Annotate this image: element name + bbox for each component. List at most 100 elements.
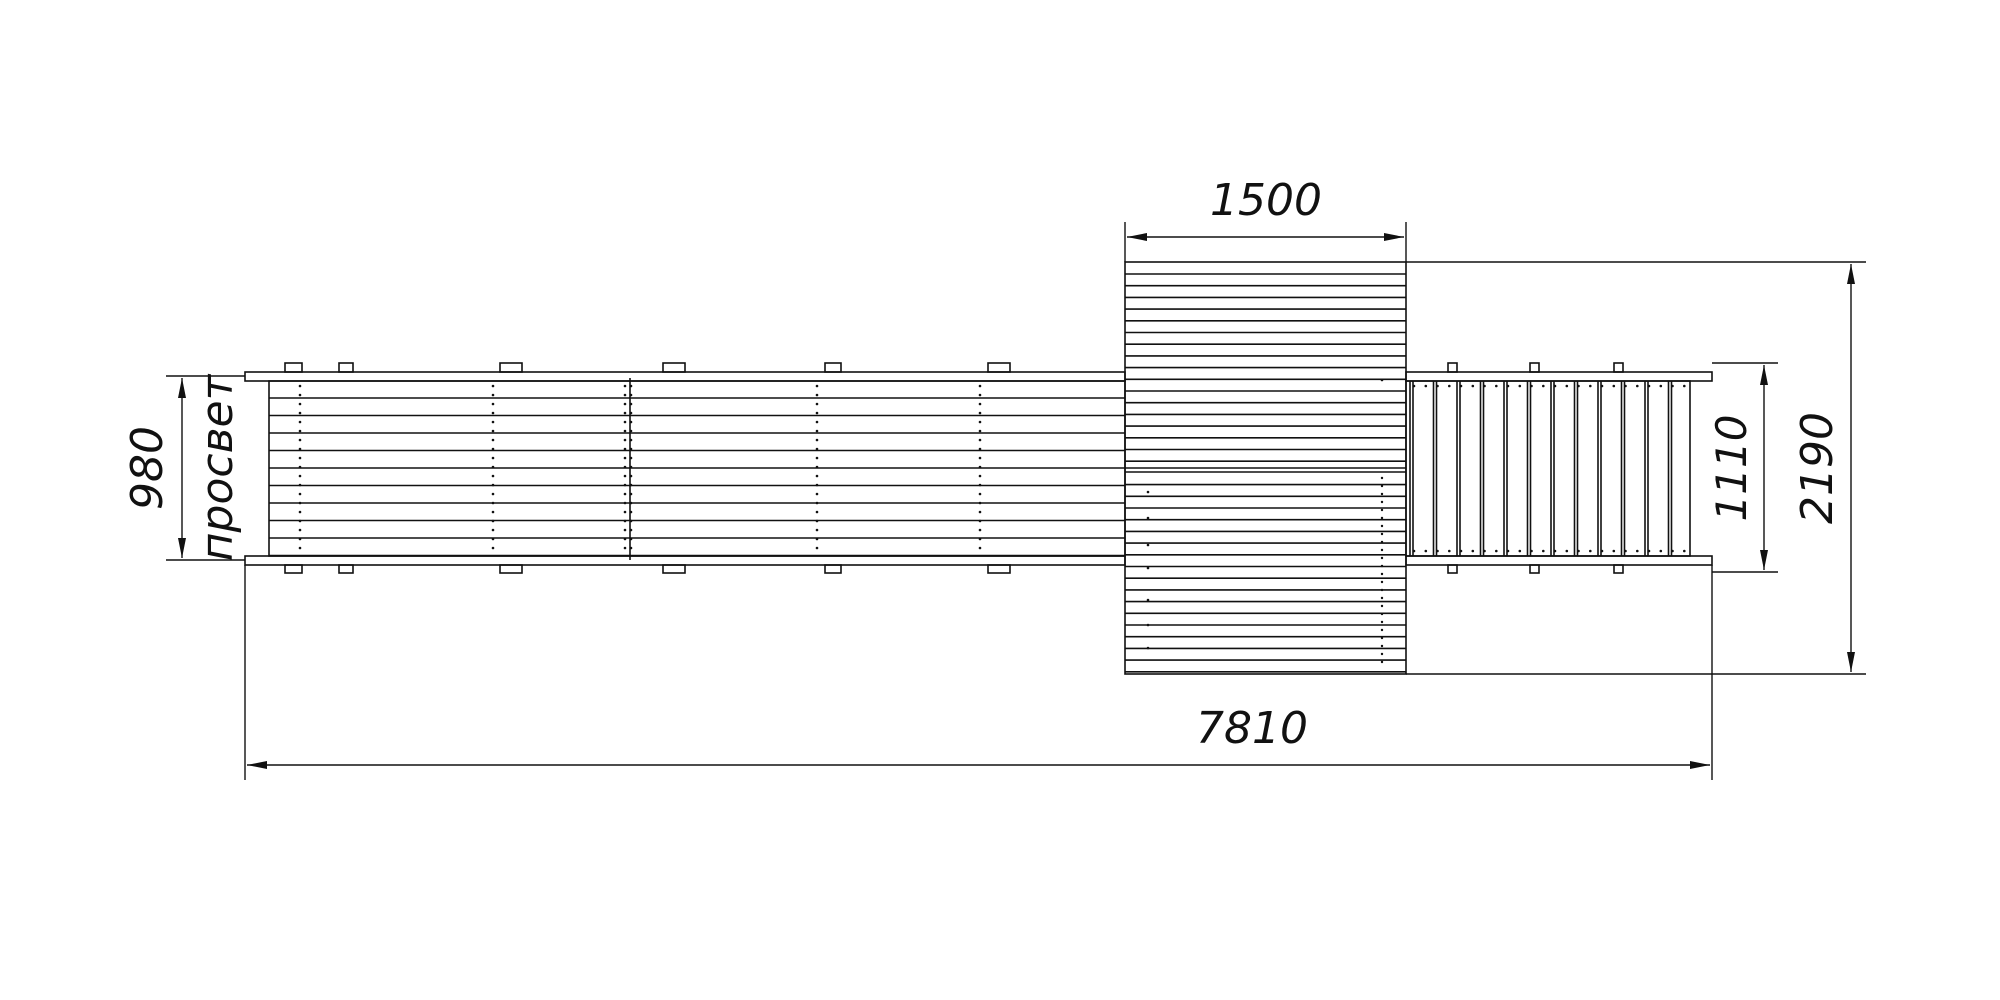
walkway-fastener-dot [298, 483, 302, 487]
walkway-fastener-dot [491, 465, 495, 469]
ladder-fastener-dot [1589, 384, 1592, 388]
ladder-fastener-dot [1659, 384, 1663, 388]
walkway-fastener-dot [491, 474, 495, 478]
walkway-bracket-top [824, 362, 842, 373]
walkway-fastener-dot [623, 429, 627, 433]
walkway-fastener-dot [815, 402, 819, 406]
walkway-bracket-top [987, 362, 1011, 373]
walkway-fastener-dot [298, 456, 302, 460]
platform-planks [1125, 273, 1406, 673]
walkway-fastener-dot [978, 402, 982, 406]
walkway-fastener-dot [623, 546, 627, 550]
walkway-fastener-dot [491, 447, 495, 451]
platform-fastener-dot [1380, 500, 1384, 504]
walkway-brackets [284, 362, 1011, 574]
walkway-fastener-dot [978, 384, 982, 388]
walkway-fastener-dot [491, 492, 495, 496]
walkway-fastener-dot [298, 519, 302, 523]
walkway-fastener-dot [298, 384, 302, 388]
platform-fastener-dot [1380, 508, 1384, 512]
ladder-bracket-bottom [1447, 564, 1458, 574]
ladder-fastener-dot [1553, 549, 1557, 553]
walkway-bracket-bottom [499, 564, 523, 574]
walkway-fastener-dot [298, 411, 302, 415]
walkway-fastener-dot [815, 474, 819, 478]
ladder-fastener-dot [1459, 549, 1463, 553]
platform-fastener-dot [1380, 524, 1384, 528]
walkway-bracket-top [284, 362, 303, 373]
ladder-frame [1405, 380, 1691, 557]
platform-fastener-dot [1380, 652, 1384, 656]
platform-fastener-dot [1380, 378, 1384, 382]
walkway-fastener-dot [978, 519, 982, 523]
walkway-top-rail [244, 371, 1126, 382]
ladder-fastener-dot [1495, 384, 1498, 388]
ladder-fastener-dot [1530, 384, 1533, 388]
platform-fastener-dot [1380, 628, 1384, 632]
platform-fastener-dot [1380, 540, 1384, 544]
walkway-fastener-dot [815, 519, 819, 523]
walkway-fastener-dot [298, 402, 302, 406]
platform-fastener-dot [1146, 490, 1150, 494]
walkway-fastener-dot [978, 438, 982, 442]
walkway-fastener-dot [978, 411, 982, 415]
ladder-fastener-dot [1530, 549, 1533, 553]
walkway-fastener-dot [623, 420, 627, 424]
walkway-fastener-dot [978, 537, 982, 541]
walkway-fastener-dot [623, 465, 627, 469]
walkway-fastener-dot [978, 483, 982, 487]
walkway-fastener-dot [491, 402, 495, 406]
ladder-bracket-top [1613, 362, 1624, 373]
ladder-fastener-dot [1448, 384, 1451, 388]
walkway-fastener-dot [815, 483, 819, 487]
ladder-fastener-dot [1683, 549, 1686, 553]
ladder-fastener-dot [1424, 549, 1428, 553]
ladder-fastener-dot [1647, 384, 1651, 388]
walkway-fastener-dot [491, 411, 495, 415]
platform-fastener-dot [1146, 646, 1150, 650]
ladder-fastener-dot [1636, 549, 1639, 553]
ladder-fastener-dot [1459, 384, 1463, 388]
walkway-fastener-dot [978, 528, 982, 532]
walkway-fastener-dot [623, 474, 627, 478]
walkway-fastener-dot [298, 393, 302, 397]
platform-fastener-dot [1380, 644, 1384, 648]
walkway-bracket-bottom [987, 564, 1011, 574]
ladder-fastener-dot [1600, 384, 1604, 388]
ladder-fastener-dot [1412, 549, 1416, 553]
walkway-fastener-dot [491, 546, 495, 550]
ladder-fastener-dot [1612, 384, 1616, 388]
dim-top-label: 1500 [1210, 175, 1322, 226]
walkway-fastener-dot [491, 384, 495, 388]
platform-fastener-dot [1380, 532, 1384, 536]
left-walkway [244, 362, 1126, 574]
walkway-fastener-dot [978, 429, 982, 433]
platform-fastener-dot [1380, 660, 1384, 664]
platform-fastener-dot [1380, 572, 1384, 576]
platform-fastener-dot [1380, 636, 1384, 640]
walkway-fastener-dot [978, 447, 982, 451]
dim-left-clearance-label: просвет [192, 373, 243, 561]
ladder-bracket-bottom [1529, 564, 1540, 574]
walkway-bracket-bottom [824, 564, 842, 574]
center-platform [1124, 261, 1407, 675]
walkway-fastener-dot [298, 537, 302, 541]
ladder-top-rail [1405, 371, 1713, 382]
walkway-bottom-rail [244, 555, 1126, 566]
platform-fastener-dot [1380, 620, 1384, 624]
walkway-fastener-dot [491, 528, 495, 532]
walkway-fastener-dot [815, 501, 819, 505]
platform-fastener-dot [1380, 604, 1384, 608]
ladder-bottom-rail [1405, 555, 1713, 566]
platform-fastener-dot [1380, 588, 1384, 592]
walkway-fastener-dot [978, 510, 982, 514]
walkway-fasteners [298, 384, 982, 550]
platform-fasteners [1146, 378, 1384, 664]
walkway-fastener-dot [978, 456, 982, 460]
walkway-fastener-dot [623, 510, 627, 514]
platform-fastener-dot [1380, 516, 1384, 520]
walkway-fastener-dot [978, 420, 982, 424]
walkway-fastener-dot [298, 447, 302, 451]
platform-fastener-dot [1146, 598, 1150, 602]
walkway-fastener-dot [623, 537, 627, 541]
